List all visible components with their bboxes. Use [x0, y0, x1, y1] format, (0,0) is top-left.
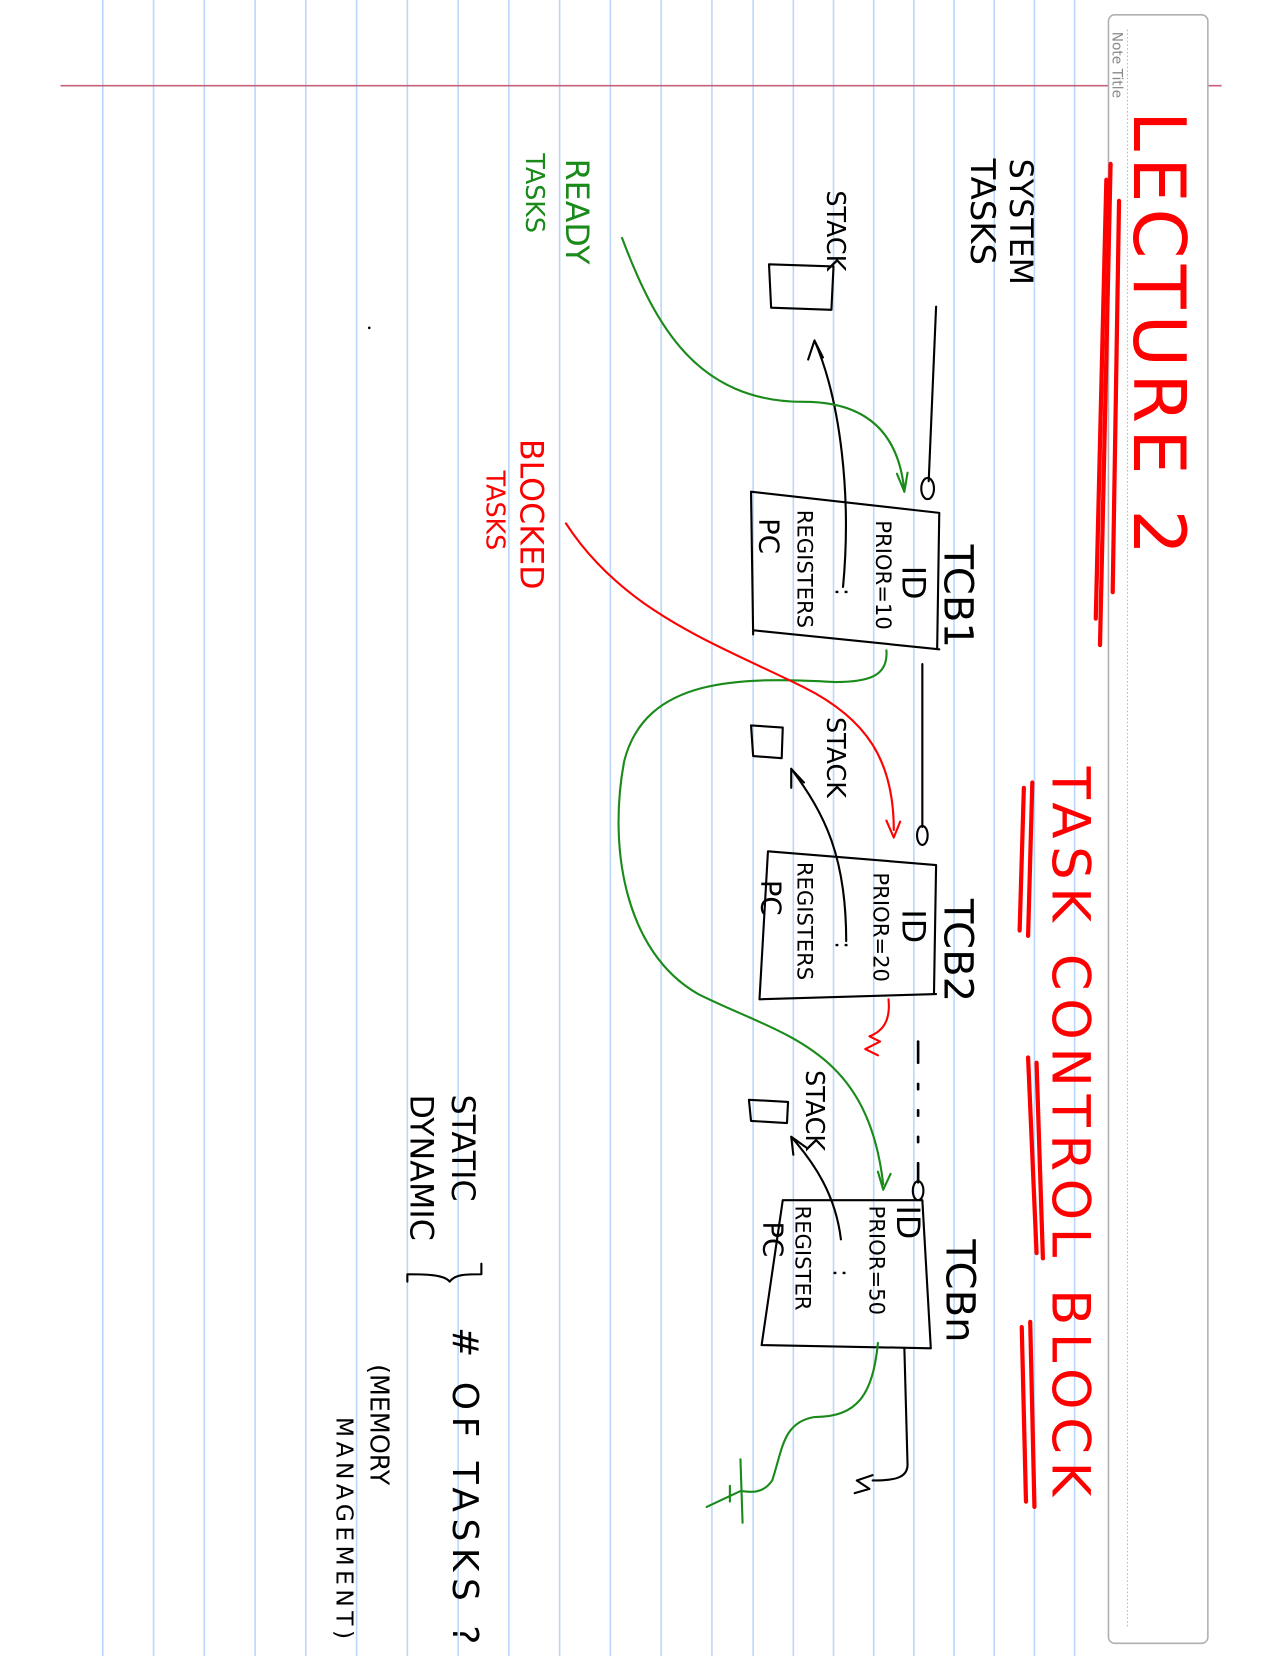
tcb-registers: REGISTERS	[793, 510, 818, 628]
ready-label: READY	[558, 159, 594, 265]
static-label: STATIC	[444, 1094, 480, 1201]
dynamic-label: DYNAMIC	[403, 1094, 439, 1240]
topic-title: TASK CONTROL BLOCK	[1039, 766, 1100, 1498]
tcb-ellipsis: :	[830, 588, 857, 596]
stack-icon	[767, 263, 835, 311]
tcb-n: TCBn ID PRIOR=50 : REGISTER PC STACK	[747, 1070, 983, 1350]
ready-list-links	[617, 236, 909, 1524]
stack-pointer-arrow	[807, 339, 847, 588]
number-of-tasks: # OF TASKS ?	[444, 1327, 485, 1644]
system-tasks-label: TASKS	[963, 158, 1002, 265]
tcb-name: TCB2	[935, 898, 981, 1002]
tcb-1: TCB1 ID PRIOR=10 : REGISTERS PC STACK	[749, 190, 981, 651]
ruled-lines	[102, 0, 1076, 1656]
tcb-ellipsis: :	[830, 941, 857, 949]
stack-pointer-arrow	[790, 1135, 842, 1241]
tcb-priority: PRIOR=50	[864, 1206, 889, 1316]
note-title-box[interactable]	[1107, 14, 1209, 1645]
tcb-registers: REGISTERS	[793, 862, 818, 980]
tcb-id: ID	[894, 566, 930, 600]
system-task-links	[853, 305, 938, 1495]
tcb-pc: PC	[752, 518, 784, 554]
system-label: SYSTEM	[1002, 159, 1038, 285]
blocked-label: BLOCKED	[513, 439, 549, 590]
tcb-id: ID	[889, 1206, 925, 1240]
tcb-name: TCBn	[937, 1238, 983, 1342]
blocked-tasks-label: TASKS	[481, 470, 511, 551]
tcb-pc: PC	[755, 880, 787, 916]
stack-icon	[749, 724, 784, 760]
blocked-list-links	[564, 522, 902, 1057]
tcb-name: TCB1	[935, 544, 981, 648]
brace	[406, 1262, 483, 1283]
stack-label: STACK	[821, 190, 851, 272]
tcb-pc: PC	[757, 1221, 789, 1257]
memory-label: (MEMORY	[364, 1364, 394, 1486]
topic-underline	[1017, 780, 1046, 1510]
stack-icon	[747, 1098, 790, 1125]
stray-dot	[368, 326, 371, 330]
management-label: MANAGEMENT)	[331, 1417, 358, 1639]
tcb-priority: PRIOR=20	[869, 872, 894, 982]
lecture-underline	[1093, 161, 1122, 648]
tcb-2: TCB2 ID PRIOR=20 : REGISTERS PC STACK	[749, 717, 981, 1002]
tcb-registers: REGISTER	[790, 1206, 815, 1311]
ready-tasks-label: TASKS	[520, 152, 550, 233]
stack-label: STACK	[821, 717, 851, 799]
stack-pointer-arrow	[790, 767, 848, 943]
tcb-ellipsis: :	[828, 1269, 855, 1277]
tcb-priority: PRIOR=10	[871, 520, 896, 630]
lecture-title: LECTURE 2	[1117, 111, 1201, 555]
tcb-id: ID	[894, 909, 930, 943]
note-title-label: Note Title	[1109, 32, 1125, 98]
stack-label: STACK	[800, 1070, 830, 1152]
